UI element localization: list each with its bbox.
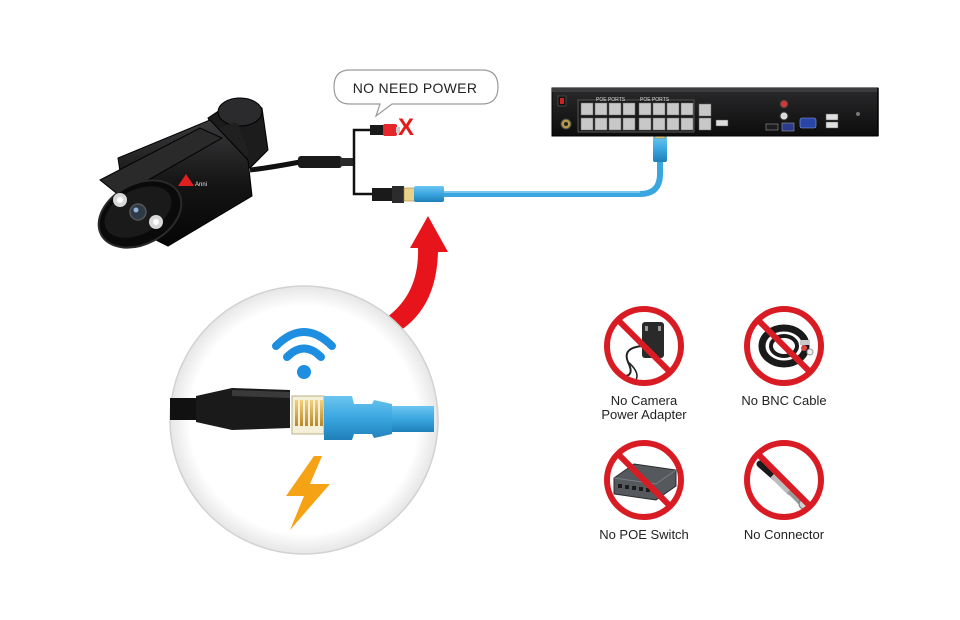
camera-brand-logo: Anni <box>178 174 207 188</box>
camera-pigtail <box>298 124 404 203</box>
nvr-poe-ports <box>577 99 695 133</box>
power-adapter-prohibited <box>604 306 684 386</box>
bnc-cable-icon <box>758 324 814 368</box>
magnified-poe-circle <box>169 285 439 555</box>
no-power-x-mark: X <box>398 114 415 141</box>
caption-no-bnc-cable-text: No BNC Cable <box>741 393 827 408</box>
red-curved-arrow <box>358 216 448 346</box>
caption-no-bnc-cable: No BNC Cable <box>714 394 854 408</box>
bnc-cable-prohibited <box>744 306 824 386</box>
blue-cable-boot <box>324 396 434 440</box>
black-rj45-socket-cable <box>170 388 290 430</box>
caption-no-connector-text: No Connector <box>743 527 825 542</box>
lightning-bolt-icon <box>286 456 330 530</box>
camera-brand-text: Anni <box>195 182 207 188</box>
camera-rj45-socket <box>372 186 404 203</box>
caption-no-connector: No Connector <box>714 528 854 542</box>
caption-no-poe-switch: No POE Switch <box>574 528 714 542</box>
rj45-plug-camera <box>403 186 444 202</box>
caption-no-poe-switch-text: No POE Switch <box>599 527 689 542</box>
prohibited-items-grid <box>604 306 824 520</box>
dc-power-connector <box>370 124 400 136</box>
caption-no-power-adapter: No Camera Power Adapter <box>574 394 714 422</box>
bnc-connector-prohibited <box>744 440 824 520</box>
wifi-dot <box>297 365 311 379</box>
rj45-gold-connector <box>291 395 325 435</box>
callout-text: NO NEED POWER <box>352 80 478 96</box>
nvr-poe-label-left: POE PORTS <box>596 97 626 103</box>
caption-no-power-adapter-text: No Camera Power Adapter <box>601 393 687 422</box>
callout-bubble <box>333 69 499 118</box>
bnc-connector-icon <box>756 460 810 510</box>
poe-nvr-recorder <box>551 87 879 137</box>
wifi-icon <box>272 328 336 361</box>
ethernet-cable <box>403 125 667 202</box>
poe-switch-prohibited <box>604 440 684 520</box>
bullet-camera: Anni <box>97 97 301 249</box>
nvr-poe-label-right: POE PORTS <box>640 97 670 103</box>
